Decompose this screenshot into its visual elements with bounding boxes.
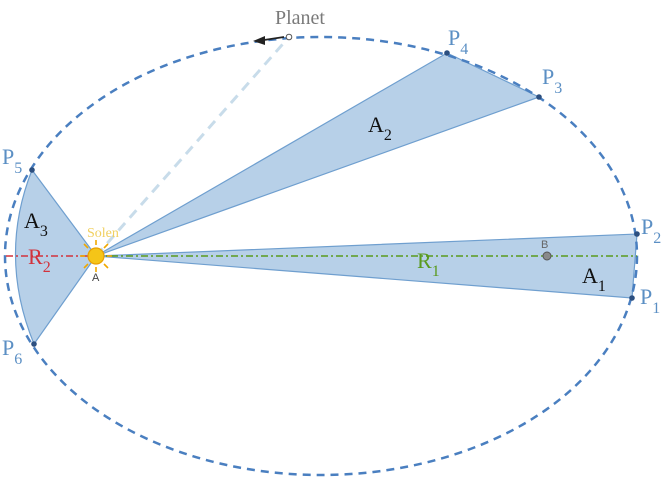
sector-a3 xyxy=(14,168,97,346)
label-p3: P3 xyxy=(542,64,562,97)
sector-a1 xyxy=(95,233,638,299)
label-p6: P6 xyxy=(2,335,22,368)
label-r2: R2 xyxy=(28,244,51,276)
point-p4 xyxy=(444,50,450,56)
label-a3: A3 xyxy=(24,208,48,240)
label-p4: P4 xyxy=(448,25,468,58)
label-r1: R1 xyxy=(417,248,440,280)
planet-radius-line xyxy=(94,36,291,257)
sun-icon xyxy=(80,240,112,272)
sector-a2 xyxy=(95,52,541,257)
label-p5: P5 xyxy=(2,144,22,177)
label-a1: A1 xyxy=(582,263,606,295)
point-p5 xyxy=(29,167,35,173)
sun-label: Solen xyxy=(87,226,119,241)
planet-marker xyxy=(285,33,293,41)
planet-label: Planet xyxy=(275,7,325,29)
label-p1: P1 xyxy=(640,284,660,317)
arrow-head-icon xyxy=(253,36,265,45)
point-p3 xyxy=(536,94,542,100)
label-a2: A2 xyxy=(368,112,392,144)
point-p6 xyxy=(31,341,37,347)
focus-label-a: A xyxy=(92,272,100,284)
point-p1 xyxy=(629,295,635,301)
planet-direction-arrow xyxy=(263,36,285,41)
point-p2 xyxy=(634,231,640,237)
center-point-b xyxy=(542,251,552,261)
label-p2: P2 xyxy=(641,214,661,247)
center-label-b: B xyxy=(541,239,548,251)
